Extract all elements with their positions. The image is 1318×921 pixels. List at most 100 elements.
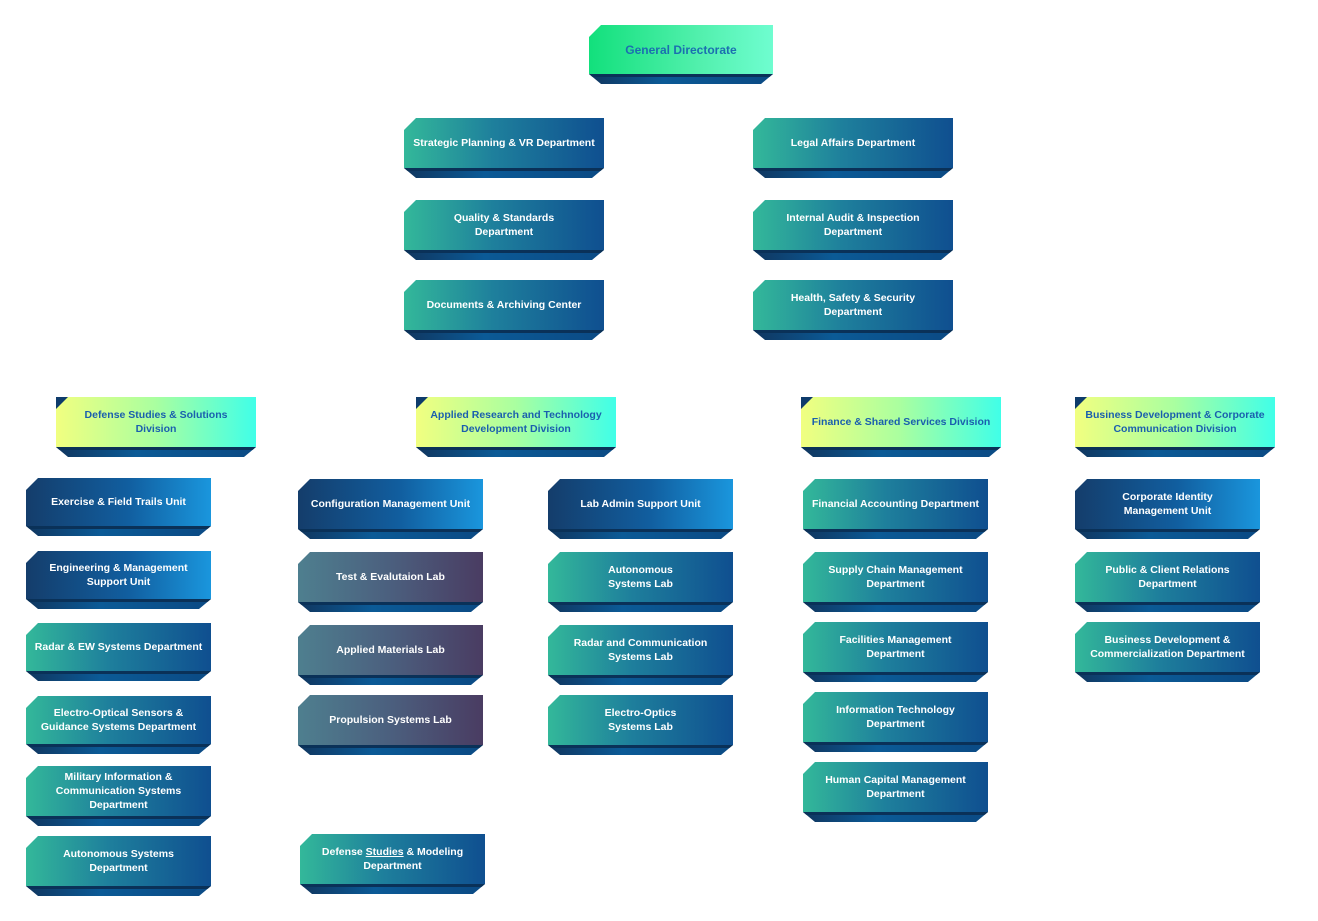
staff-right-label: Health, Safety & Security Department bbox=[790, 292, 916, 318]
lab-box: Radar and Communication Systems Lab bbox=[548, 625, 733, 675]
division-box: Applied Research and Technology Developm… bbox=[416, 397, 616, 447]
lab-shadow bbox=[548, 745, 733, 755]
department-box: Electro-Optical Sensors & Guidance Syste… bbox=[26, 696, 211, 744]
staff-left-label: Strategic Planning & VR Department bbox=[413, 137, 595, 149]
label-part: Defense bbox=[321, 846, 366, 858]
lab-label: Radar and Communication Systems Lab bbox=[573, 637, 708, 663]
department-label: Public & Client Relations Department bbox=[1105, 564, 1230, 590]
department-shadow bbox=[803, 602, 988, 612]
department-box: Human Capital Management Department bbox=[803, 762, 988, 812]
department-label: Human Capital Management Department bbox=[825, 774, 966, 800]
division-label: Finance & Shared Services Division bbox=[811, 416, 991, 428]
label-part: & Modeling Department bbox=[363, 846, 464, 872]
staff-right-label: Legal Affairs Department bbox=[790, 137, 916, 149]
unit-box: Configuration Management Unit bbox=[298, 479, 483, 529]
unit-box: Engineering & Management Support Unit bbox=[26, 551, 211, 599]
corner-mark bbox=[56, 397, 68, 409]
department-label: Information Technology Department bbox=[836, 704, 955, 730]
staff-right-shadow bbox=[753, 168, 953, 178]
department-label: Autonomous Systems Department bbox=[63, 848, 174, 874]
unit-box: Exercise & Field Trails Unit bbox=[26, 478, 211, 526]
staff-right-shadow bbox=[753, 330, 953, 340]
division-label: Business Development & Corporate Communi… bbox=[1085, 409, 1265, 435]
staff-right-box: Legal Affairs Department bbox=[753, 118, 953, 168]
unit-box: Lab Admin Support Unit bbox=[548, 479, 733, 529]
corner-mark bbox=[416, 397, 428, 409]
division-shadow bbox=[801, 447, 1001, 457]
general-directorate-box: General Directorate bbox=[589, 25, 773, 74]
lab-box: Propulsion Systems Lab bbox=[298, 695, 483, 745]
lab-label: Electro-Optics Systems Lab bbox=[604, 707, 677, 733]
general-directorate-label: General Directorate bbox=[625, 42, 737, 57]
staff-left-box: Documents & Archiving Center bbox=[404, 280, 604, 330]
unit-shadow bbox=[26, 599, 211, 609]
lab-box: Test & Evalutaion Lab bbox=[298, 552, 483, 602]
department-box: Supply Chain Management Department bbox=[803, 552, 988, 602]
department-shadow bbox=[26, 671, 211, 681]
unit-label: Exercise & Field Trails Unit bbox=[51, 496, 186, 508]
lab-shadow bbox=[548, 602, 733, 612]
department-box: Radar & EW Systems Department bbox=[26, 623, 211, 671]
label-underlined-part: Studies bbox=[365, 846, 404, 858]
department-box: Financial Accounting Department bbox=[803, 479, 988, 529]
lab-box: Applied Materials Lab bbox=[298, 625, 483, 675]
unit-label: Lab Admin Support Unit bbox=[580, 498, 701, 510]
staff-left-shadow bbox=[404, 330, 604, 340]
staff-left-box: Strategic Planning & VR Department bbox=[404, 118, 604, 168]
division-shadow bbox=[56, 447, 256, 457]
department-label: Radar & EW Systems Department bbox=[34, 641, 203, 653]
division-shadow bbox=[416, 447, 616, 457]
department-box: Public & Client Relations Department bbox=[1075, 552, 1260, 602]
staff-right-box: Health, Safety & Security Department bbox=[753, 280, 953, 330]
unit-shadow bbox=[26, 526, 211, 536]
division-box: Business Development & Corporate Communi… bbox=[1075, 397, 1275, 447]
department-label: Business Development & Commercialization… bbox=[1090, 634, 1245, 660]
department-label: Supply Chain Management Department bbox=[828, 564, 963, 590]
department-shadow bbox=[803, 672, 988, 682]
staff-right-label: Internal Audit & Inspection Department bbox=[786, 212, 920, 238]
lab-shadow bbox=[298, 745, 483, 755]
unit-box: Corporate Identity Management Unit bbox=[1075, 479, 1260, 529]
lab-label: Test & Evalutaion Lab bbox=[336, 571, 445, 583]
corner-mark bbox=[801, 397, 813, 409]
department-box: Defense Studies & Modeling Department bbox=[300, 834, 485, 884]
department-shadow bbox=[803, 529, 988, 539]
department-shadow bbox=[1075, 602, 1260, 612]
staff-left-label: Quality & Standards Department bbox=[453, 212, 555, 238]
unit-label: Configuration Management Unit bbox=[310, 498, 471, 510]
unit-shadow bbox=[298, 529, 483, 539]
department-shadow bbox=[300, 884, 485, 894]
unit-label: Engineering & Management Support Unit bbox=[49, 562, 188, 588]
department-shadow bbox=[26, 886, 211, 896]
lab-shadow bbox=[298, 602, 483, 612]
department-shadow bbox=[803, 812, 988, 822]
division-box: Finance & Shared Services Division bbox=[801, 397, 1001, 447]
lab-box: Autonomous Systems Lab bbox=[548, 552, 733, 602]
lab-label: Propulsion Systems Lab bbox=[329, 714, 452, 726]
department-box: Information Technology Department bbox=[803, 692, 988, 742]
lab-label: Autonomous Systems Lab bbox=[608, 564, 673, 590]
department-box: Autonomous Systems Department bbox=[26, 836, 211, 886]
department-label: Electro-Optical Sensors & Guidance Syste… bbox=[40, 707, 197, 733]
unit-label: Corporate Identity Management Unit bbox=[1122, 491, 1213, 517]
department-shadow bbox=[26, 816, 211, 826]
staff-left-shadow bbox=[404, 250, 604, 260]
division-label: Applied Research and Technology Developm… bbox=[430, 409, 602, 435]
division-box: Defense Studies & Solutions Division bbox=[56, 397, 256, 447]
unit-shadow bbox=[1075, 529, 1260, 539]
corner-mark bbox=[1075, 397, 1087, 409]
staff-left-shadow bbox=[404, 168, 604, 178]
unit-shadow bbox=[548, 529, 733, 539]
staff-right-shadow bbox=[753, 250, 953, 260]
general-directorate-shadow bbox=[589, 74, 773, 84]
division-shadow bbox=[1075, 447, 1275, 457]
department-shadow bbox=[26, 744, 211, 754]
department-label: Military Information & Communication Sys… bbox=[55, 771, 182, 811]
department-shadow bbox=[803, 742, 988, 752]
department-label: Facilities Management Department bbox=[839, 634, 952, 660]
lab-label: Applied Materials Lab bbox=[336, 644, 445, 656]
department-shadow bbox=[1075, 672, 1260, 682]
lab-box: Electro-Optics Systems Lab bbox=[548, 695, 733, 745]
department-label: Defense Studies & Modeling Department bbox=[308, 845, 477, 873]
staff-right-box: Internal Audit & Inspection Department bbox=[753, 200, 953, 250]
